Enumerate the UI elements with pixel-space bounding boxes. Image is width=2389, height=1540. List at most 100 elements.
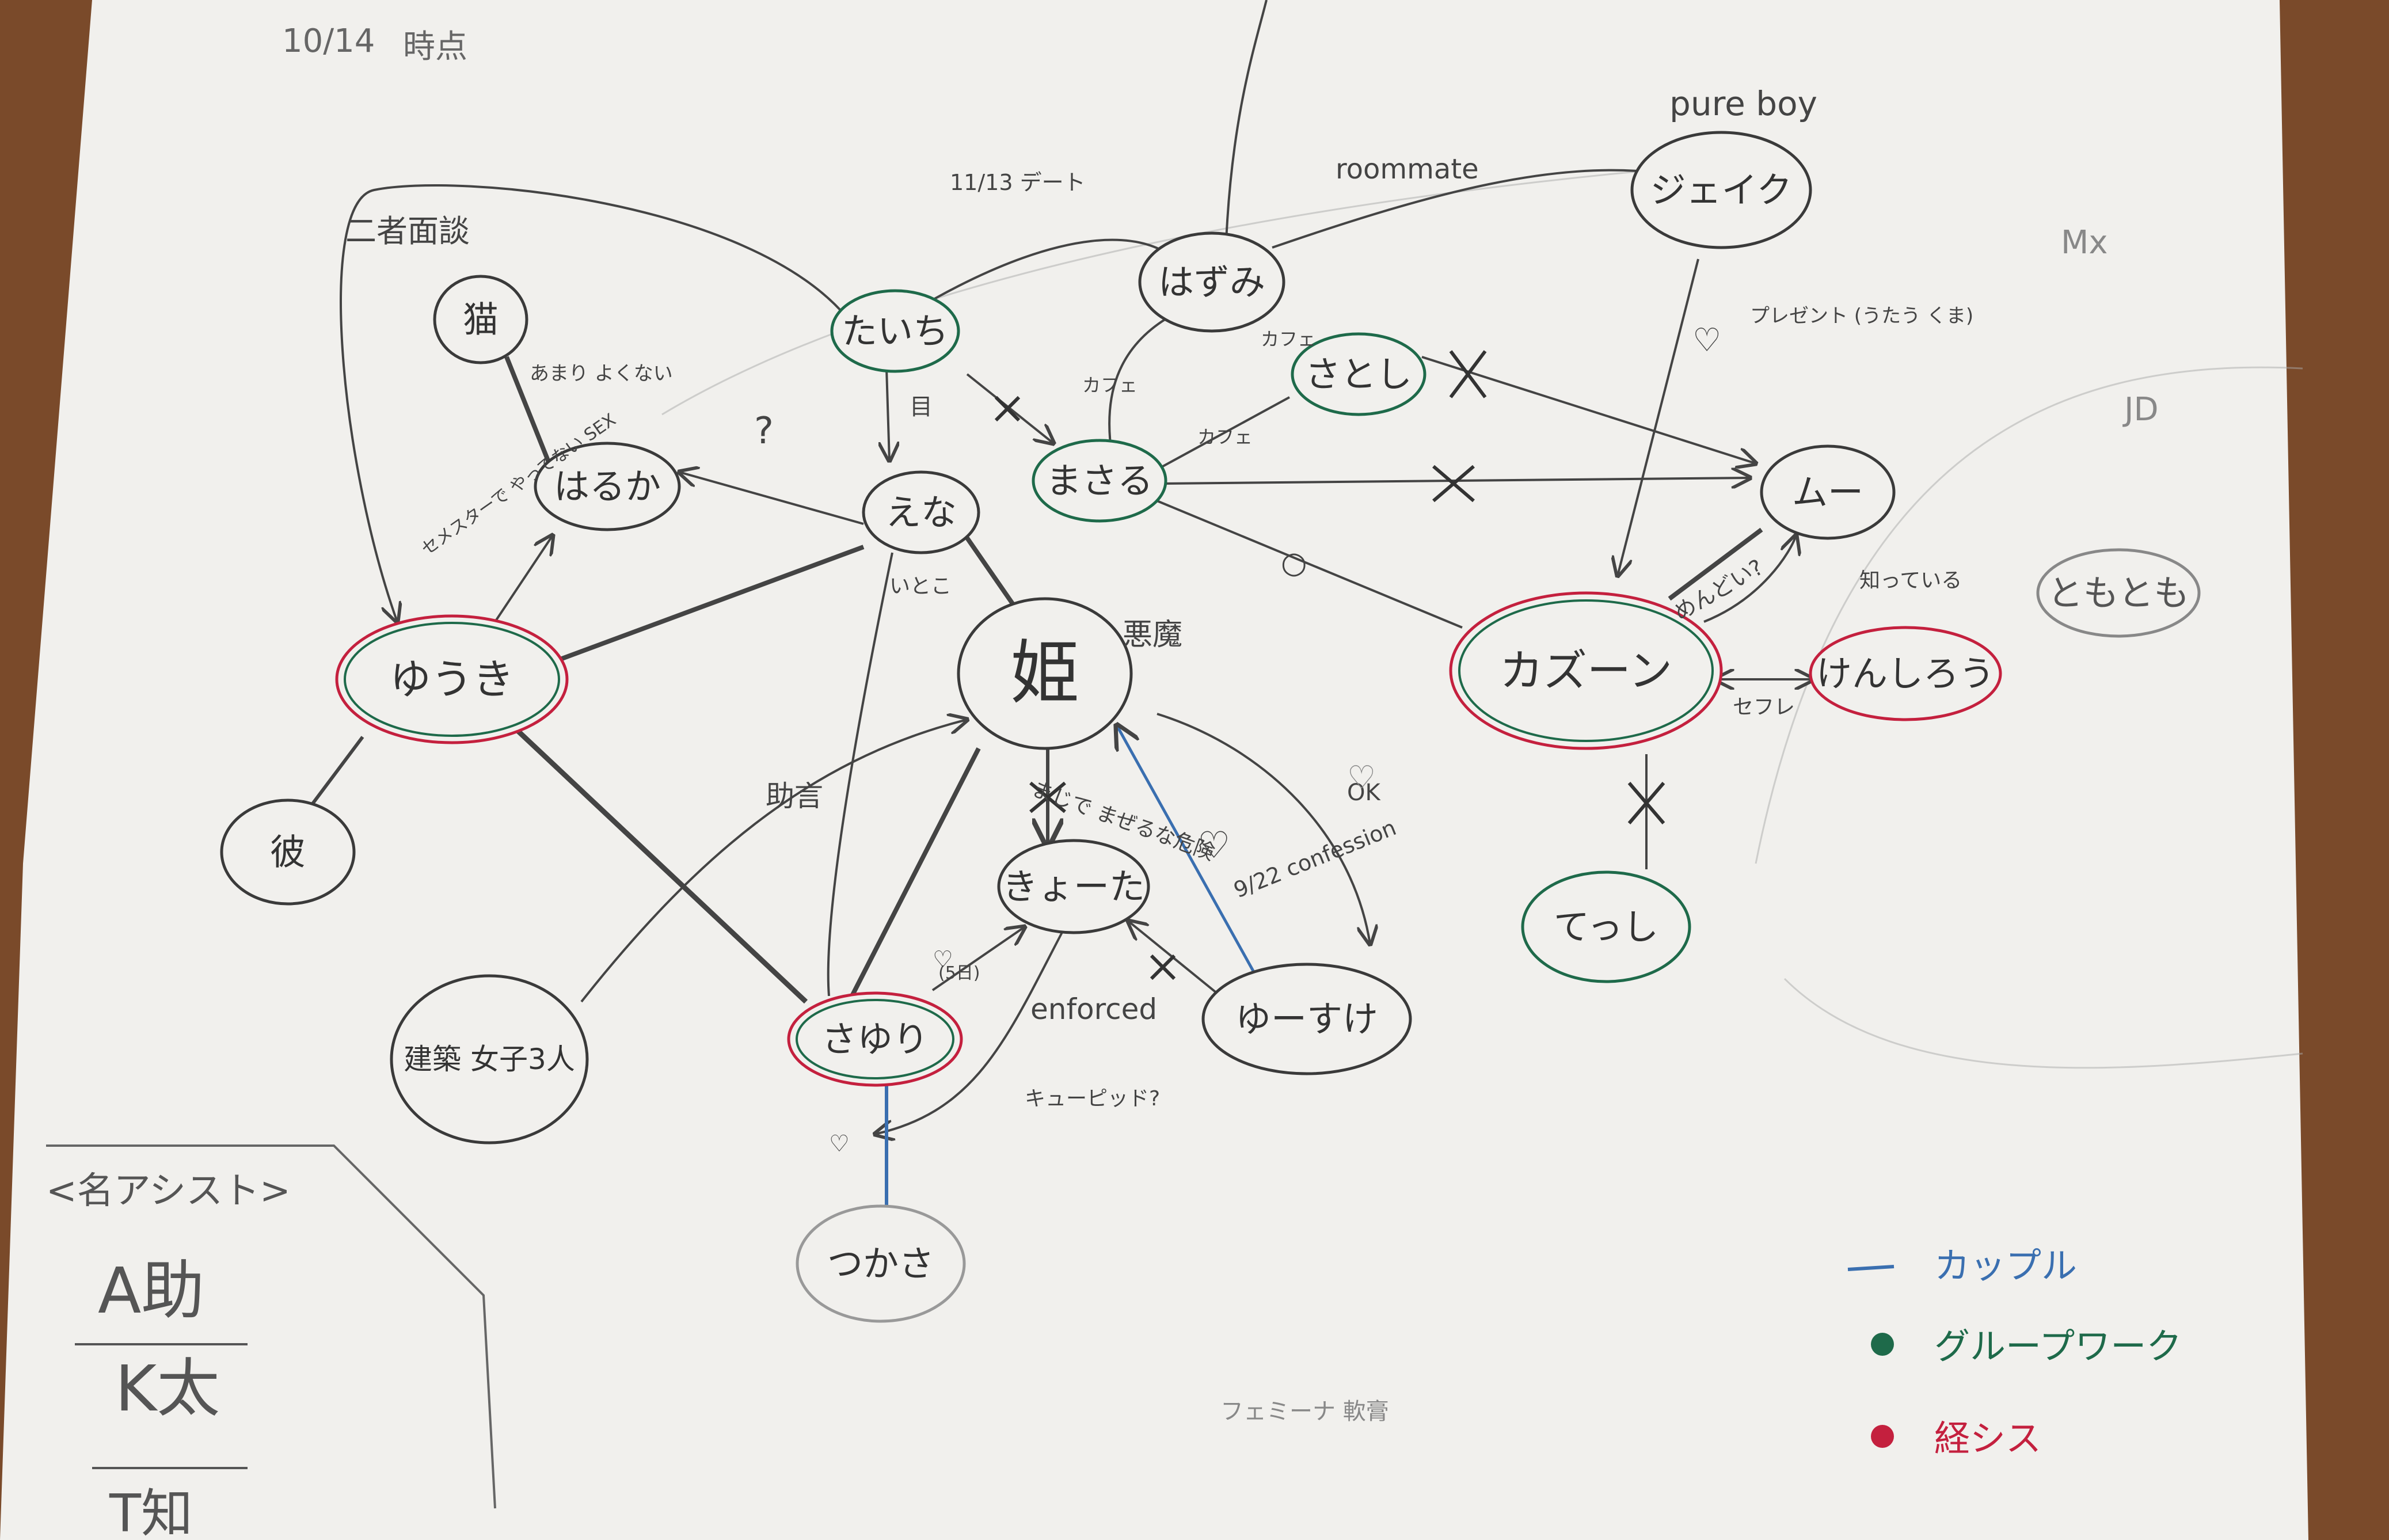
node-haruka xyxy=(534,442,681,531)
label-akuma: 悪魔 xyxy=(1123,618,1182,652)
edge-nekko-haruka xyxy=(504,356,555,473)
label-cafe1: カフェ xyxy=(1082,374,1138,396)
legend: カップル グループワーク 経シス xyxy=(1847,1245,2182,1459)
heart-2: ♡ xyxy=(1197,824,1230,867)
label-tsukasa: つかさ xyxy=(827,1243,934,1285)
edge-kazoon-mu xyxy=(1703,535,1796,623)
edge-yuusuke-hime xyxy=(1117,725,1262,986)
edge-ena-hime xyxy=(959,528,1015,606)
node-tomotomo xyxy=(2036,548,2201,638)
label-enforced: enforced xyxy=(1030,993,1157,1026)
heart-4: ♡ xyxy=(933,946,953,973)
node-kenchiku xyxy=(390,974,589,1144)
edge-hazumi-masaru xyxy=(1108,310,1181,450)
label-date1113: 11/13 デート xyxy=(950,170,1086,195)
label-sefure: セフレ xyxy=(1733,695,1795,719)
edge-yuusuke-kyouta xyxy=(1128,921,1222,997)
node-nekko xyxy=(433,275,528,364)
label-cafe2: カフェ xyxy=(1261,328,1316,350)
label-kare: 彼 xyxy=(270,831,306,873)
label-yuuki: ゆうき xyxy=(390,655,514,704)
label-cupid: キューピッド? xyxy=(1025,1087,1160,1111)
node-tsukasa xyxy=(796,1204,966,1323)
node-yuusuke xyxy=(1201,963,1412,1075)
edge-haruka-ena xyxy=(679,472,864,525)
edge-hazumi-jake xyxy=(1272,169,1658,249)
label-sayuri-note: (5日) xyxy=(938,963,980,983)
edge-ena-sayuri xyxy=(827,552,893,997)
edge-hime-sayuri xyxy=(850,747,981,997)
assist-item: T知 xyxy=(109,1484,193,1540)
mark-jd: JD xyxy=(2122,391,2159,428)
edge-hime-ok xyxy=(1157,713,1370,944)
label-masaru: まさる xyxy=(1046,460,1153,502)
node-masaru xyxy=(1032,439,1167,523)
legend-keishisu-symbol xyxy=(1871,1425,1894,1448)
node-yuuki-inner xyxy=(344,622,560,737)
assist-item: K太 xyxy=(115,1352,220,1425)
edge-yuuki-ena xyxy=(551,545,865,664)
edge-hazumi-up xyxy=(1225,0,1268,242)
label-purezent: プレゼント (うたう くま) xyxy=(1750,305,1973,328)
edge-yuuki-sayuri xyxy=(516,729,808,1004)
edge-cupid xyxy=(875,926,1066,1134)
mark-mx: Mx xyxy=(2061,224,2108,261)
label-cafe3: カフェ xyxy=(1197,426,1253,448)
label-shitteiru: 知っている xyxy=(1859,569,1962,592)
footer-note: フェミーナ 軟膏 xyxy=(1220,1398,1389,1425)
assist-item: A助 xyxy=(98,1254,204,1328)
label-roommate: roommate xyxy=(1336,153,1479,185)
node-hazumi xyxy=(1138,231,1285,333)
nodes xyxy=(220,131,2201,1323)
node-kenshirou xyxy=(1809,626,2002,721)
label-tomotomo: ともとも xyxy=(2048,572,2190,614)
node-taichi xyxy=(830,289,960,373)
label-satoshi: さとし xyxy=(1305,353,1412,396)
label-kazoon: カズーン xyxy=(1500,645,1672,697)
edge-yuuki-kare xyxy=(309,736,364,807)
label-nishamendan: 二者面談 xyxy=(345,213,470,249)
label-hazumi: はずみ xyxy=(1158,261,1265,303)
edge-masaru-satoshi xyxy=(1162,396,1290,467)
edge-taichi-yuuki xyxy=(340,184,847,622)
label-nekko: 猫 xyxy=(463,299,499,341)
edge-kenchiku-hime xyxy=(580,720,967,1003)
edge-taichi-ena xyxy=(887,368,889,461)
label-jake: ジェイク xyxy=(1650,169,1793,211)
edge-masaru-kazoon xyxy=(1157,500,1463,629)
cross-marks xyxy=(994,350,1665,980)
node-sayuri-inner xyxy=(796,999,954,1079)
node-kare xyxy=(220,798,356,906)
label-taichi: たいち xyxy=(842,310,949,352)
label-pureboy: pure boy xyxy=(1669,84,1817,123)
legend-group-symbol xyxy=(1871,1333,1894,1356)
header-status: 時点 xyxy=(403,28,467,66)
paper-sheet xyxy=(0,0,2308,1540)
node-hime xyxy=(957,597,1133,750)
node-mu xyxy=(1760,444,1896,540)
label-ok: OK xyxy=(1347,779,1381,806)
node-ena xyxy=(862,470,980,554)
label-yuusuke: ゆーすけ xyxy=(1235,998,1378,1040)
edge-yuuki-haruka xyxy=(494,535,553,623)
node-kyouta xyxy=(997,839,1150,934)
edge-taichi-masaru xyxy=(966,373,1053,443)
legend-couple-symbol xyxy=(1847,1265,1895,1271)
node-tecchi xyxy=(1521,870,1691,983)
edge-jake-kazoon xyxy=(1618,258,1699,576)
label-kenchiku: 建築 女子3人 xyxy=(404,1043,575,1076)
label-kenshirou: けんしろう xyxy=(1816,653,1995,695)
label-mu: ムー xyxy=(1792,471,1863,514)
heart-3: ♡ xyxy=(829,1131,850,1157)
edge-mu-kazoon xyxy=(1668,527,1763,601)
legend-group-label: グループワーク xyxy=(1934,1325,2182,1367)
label-haruka: はるか xyxy=(554,466,661,508)
legend-couple-label: カップル xyxy=(1934,1245,2077,1287)
label-itoko: いとこ xyxy=(889,575,952,598)
label-mu-mark: 目 xyxy=(910,394,933,420)
header-date: 10/14 xyxy=(282,22,375,60)
label-amari: あまり よくない xyxy=(530,362,673,385)
label-question: ? xyxy=(754,410,774,453)
node-jake xyxy=(1630,131,1812,249)
